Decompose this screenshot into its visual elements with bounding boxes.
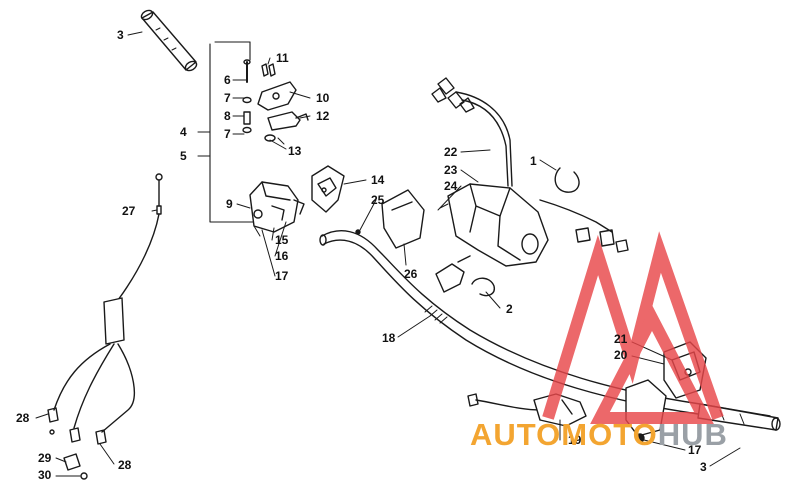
part-label-14: 14 <box>371 173 385 187</box>
throttle-cable <box>47 173 163 480</box>
part-label-17-right: 17 <box>688 443 702 457</box>
part-label-4: 4 <box>180 125 187 139</box>
part-label-11: 11 <box>276 51 289 65</box>
part-label-28-left: 28 <box>16 411 30 425</box>
part-label-6: 6 <box>224 73 231 87</box>
part-label-22: 22 <box>444 145 458 159</box>
part-label-30: 30 <box>38 468 52 482</box>
left-grip <box>140 9 198 72</box>
part-label-13: 13 <box>288 144 302 158</box>
heater-element <box>355 189 425 249</box>
watermark-logo <box>542 231 724 424</box>
brake-lever-assembly <box>242 59 309 145</box>
part-label-21: 21 <box>614 332 628 346</box>
part-label-17-left: 17 <box>275 269 289 283</box>
part-label-8: 8 <box>224 109 231 123</box>
part-label-19: 19 <box>568 433 582 447</box>
part-label-20: 20 <box>614 348 628 362</box>
watermark-text-moto: MOTO <box>561 417 658 452</box>
switch-housing-left <box>311 165 345 213</box>
part-label-3-top: 3 <box>117 28 124 42</box>
part-label-3-bottom: 3 <box>700 460 707 474</box>
part-label-15: 15 <box>275 233 289 247</box>
part-label-28-right: 28 <box>118 458 132 472</box>
part-label-1: 1 <box>530 154 537 168</box>
part-label-16: 16 <box>275 249 289 263</box>
part-label-29: 29 <box>38 451 52 465</box>
part-label-7-upper: 7 <box>224 91 231 105</box>
part-label-23: 23 <box>444 163 458 177</box>
switch-housing-right <box>439 183 549 267</box>
part-label-7-lower: 7 <box>224 127 231 141</box>
part-label-12: 12 <box>316 109 330 123</box>
watermark-wordmark: AUTOMOTOHUB <box>470 418 728 452</box>
wiring-harness <box>431 77 629 293</box>
straps <box>471 167 580 297</box>
part-label-18: 18 <box>382 331 396 345</box>
part-label-24: 24 <box>444 179 458 193</box>
part-label-10: 10 <box>316 91 330 105</box>
part-label-2: 2 <box>506 302 513 316</box>
watermark-text-auto: AUTO <box>470 417 562 452</box>
part-label-9: 9 <box>226 197 233 211</box>
part-label-5: 5 <box>180 149 187 163</box>
leader-lines <box>35 31 741 477</box>
throttle-housing <box>249 181 305 237</box>
part-label-25: 25 <box>371 193 385 207</box>
watermark-text-hub: HUB <box>657 417 728 452</box>
part-label-27: 27 <box>122 204 136 218</box>
part-label-26: 26 <box>404 267 418 281</box>
